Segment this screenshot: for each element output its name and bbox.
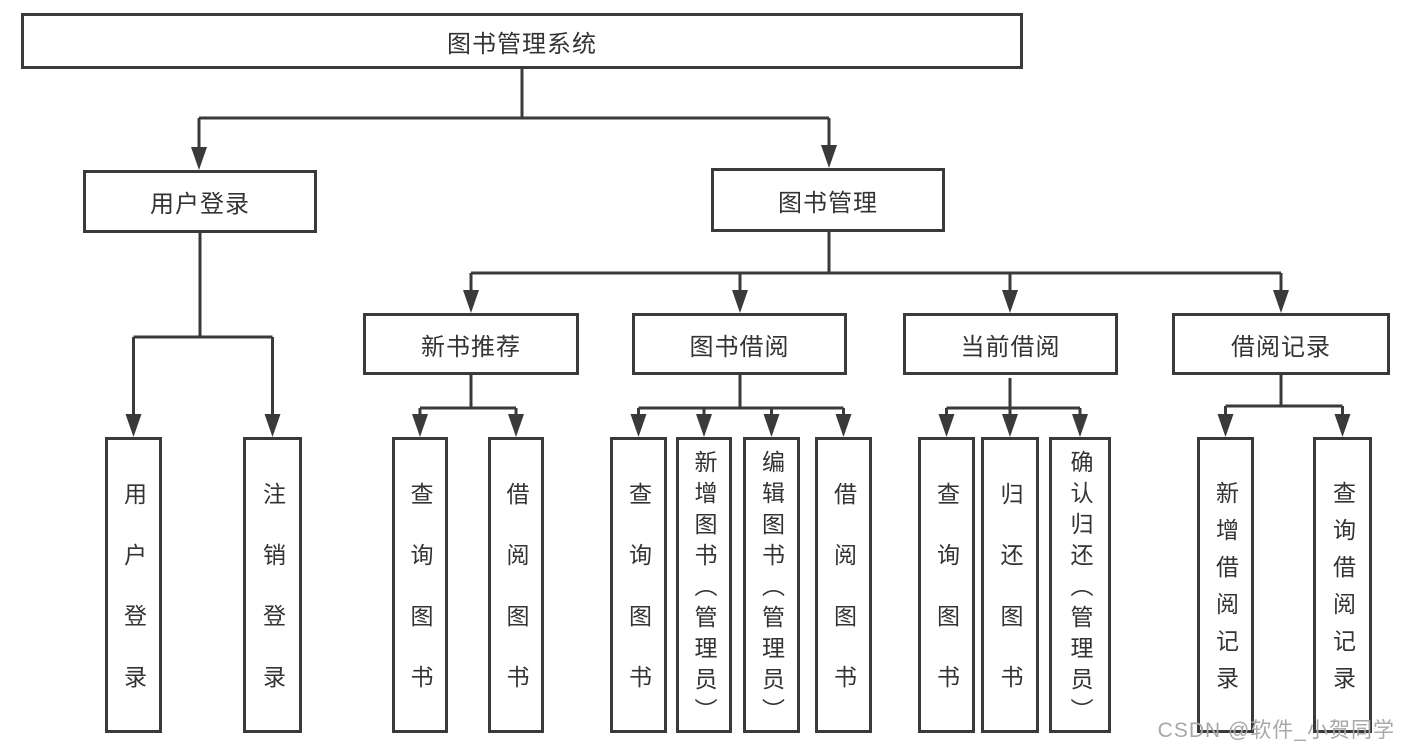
leaf-records-query-label: 查询借阅记录	[1329, 481, 1356, 703]
leaf-current-query: 查询图书	[918, 437, 975, 733]
leaf-borrowing-edit-admin-label: 编辑图书（管理员）	[758, 449, 785, 729]
node-current-borrowing: 当前借阅	[903, 313, 1118, 375]
leaf-newbooks-query-label: 查询图书	[407, 482, 433, 726]
leaf-current-return-label: 归还图书	[997, 482, 1023, 726]
leaf-newbooks-borrow: 借阅图书	[488, 437, 544, 733]
leaf-borrowing-query: 查询图书	[610, 437, 667, 733]
node-borrow-records-label: 借阅记录	[1231, 333, 1331, 361]
leaf-logout: 注销登录	[243, 437, 302, 733]
node-current-borrowing-label: 当前借阅	[960, 333, 1061, 361]
node-new-book-recommend: 新书推荐	[363, 313, 579, 375]
node-book-management: 图书管理	[711, 168, 945, 232]
leaf-borrowing-edit-admin: 编辑图书（管理员）	[743, 437, 800, 733]
leaf-borrowing-borrow: 借阅图书	[815, 437, 872, 733]
node-borrow-records: 借阅记录	[1172, 313, 1390, 375]
node-book-borrowing-label: 图书借阅	[689, 333, 790, 361]
leaf-current-return: 归还图书	[981, 437, 1039, 733]
node-user-login: 用户登录	[83, 170, 317, 233]
node-user-login-label: 用户登录	[150, 191, 250, 218]
leaf-records-add: 新增借阅记录	[1197, 437, 1254, 733]
leaf-borrowing-borrow-label: 借阅图书	[830, 482, 857, 726]
leaf-borrowing-query-label: 查询图书	[625, 482, 652, 726]
leaf-current-confirm-admin-label: 确认归还（管理员）	[1067, 449, 1093, 729]
csdn-watermark: CSDN @软件_小贺同学	[1157, 719, 1395, 742]
leaf-newbooks-borrow-label: 借阅图书	[503, 482, 529, 726]
node-book-management-label: 图书管理	[778, 189, 878, 217]
leaf-records-add-label: 新增借阅记录	[1212, 481, 1239, 703]
leaf-current-query-label: 查询图书	[933, 482, 960, 726]
node-new-book-recommend-label: 新书推荐	[421, 333, 521, 361]
node-library-system: 图书管理系统	[21, 13, 1023, 69]
leaf-user-login-label: 用户登录	[120, 482, 147, 726]
node-library-system-label: 图书管理系统	[447, 30, 597, 58]
leaf-borrowing-add-admin-label: 新增图书（管理员）	[691, 449, 717, 729]
leaf-records-query: 查询借阅记录	[1313, 437, 1372, 733]
leaf-newbooks-query: 查询图书	[392, 437, 448, 733]
node-book-borrowing: 图书借阅	[632, 313, 847, 375]
leaf-current-confirm-admin: 确认归还（管理员）	[1049, 437, 1111, 733]
leaf-logout-label: 注销登录	[259, 482, 286, 726]
leaf-user-login: 用户登录	[105, 437, 162, 733]
leaf-borrowing-add-admin: 新增图书（管理员）	[676, 437, 732, 733]
